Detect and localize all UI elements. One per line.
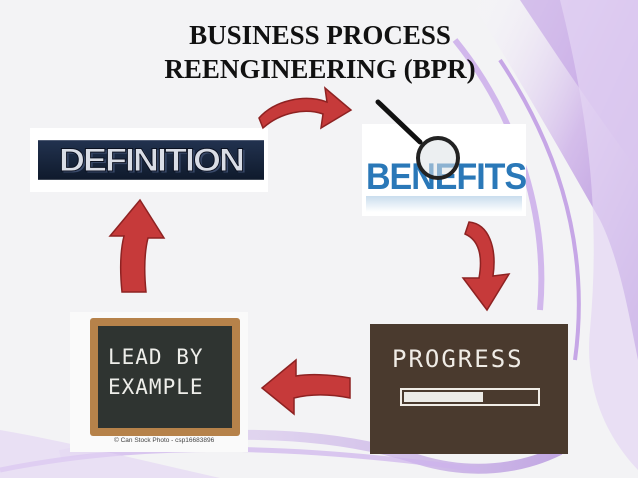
arrow-right-curved-icon: [258, 86, 353, 130]
photo-credit: © Can Stock Photo - csp16683896: [114, 437, 215, 444]
lead-line-1: LEAD BY: [108, 345, 204, 369]
benefits-reflection: [366, 196, 522, 212]
chalkboard: LEAD BY EXAMPLE: [98, 326, 232, 428]
lead-by-example-image: LEAD BY EXAMPLE © Can Stock Photo - csp1…: [70, 312, 248, 452]
progress-label: PROGRESS: [392, 345, 524, 373]
definition-image: DEFINITION: [30, 128, 268, 192]
chalkboard-frame: LEAD BY EXAMPLE: [90, 318, 240, 436]
progress-bar-fill: [404, 392, 484, 402]
arrow-down-curved-icon: [461, 221, 511, 312]
arrow-up-icon: [108, 198, 166, 293]
title-line-2: REENGINEERING (BPR): [164, 54, 476, 84]
definition-label: DEFINITION: [38, 140, 264, 180]
chalkboard-text: LEAD BY EXAMPLE: [108, 342, 228, 402]
magnifier-icon: [375, 99, 460, 180]
title-line-1: BUSINESS PROCESS: [189, 20, 451, 50]
lead-line-2: EXAMPLE: [108, 375, 204, 399]
arrow-left-icon: [260, 358, 351, 416]
progress-bar: [400, 388, 540, 406]
slide-title: BUSINESS PROCESS REENGINEERING (BPR): [120, 18, 520, 86]
progress-image: PROGRESS: [370, 324, 568, 454]
